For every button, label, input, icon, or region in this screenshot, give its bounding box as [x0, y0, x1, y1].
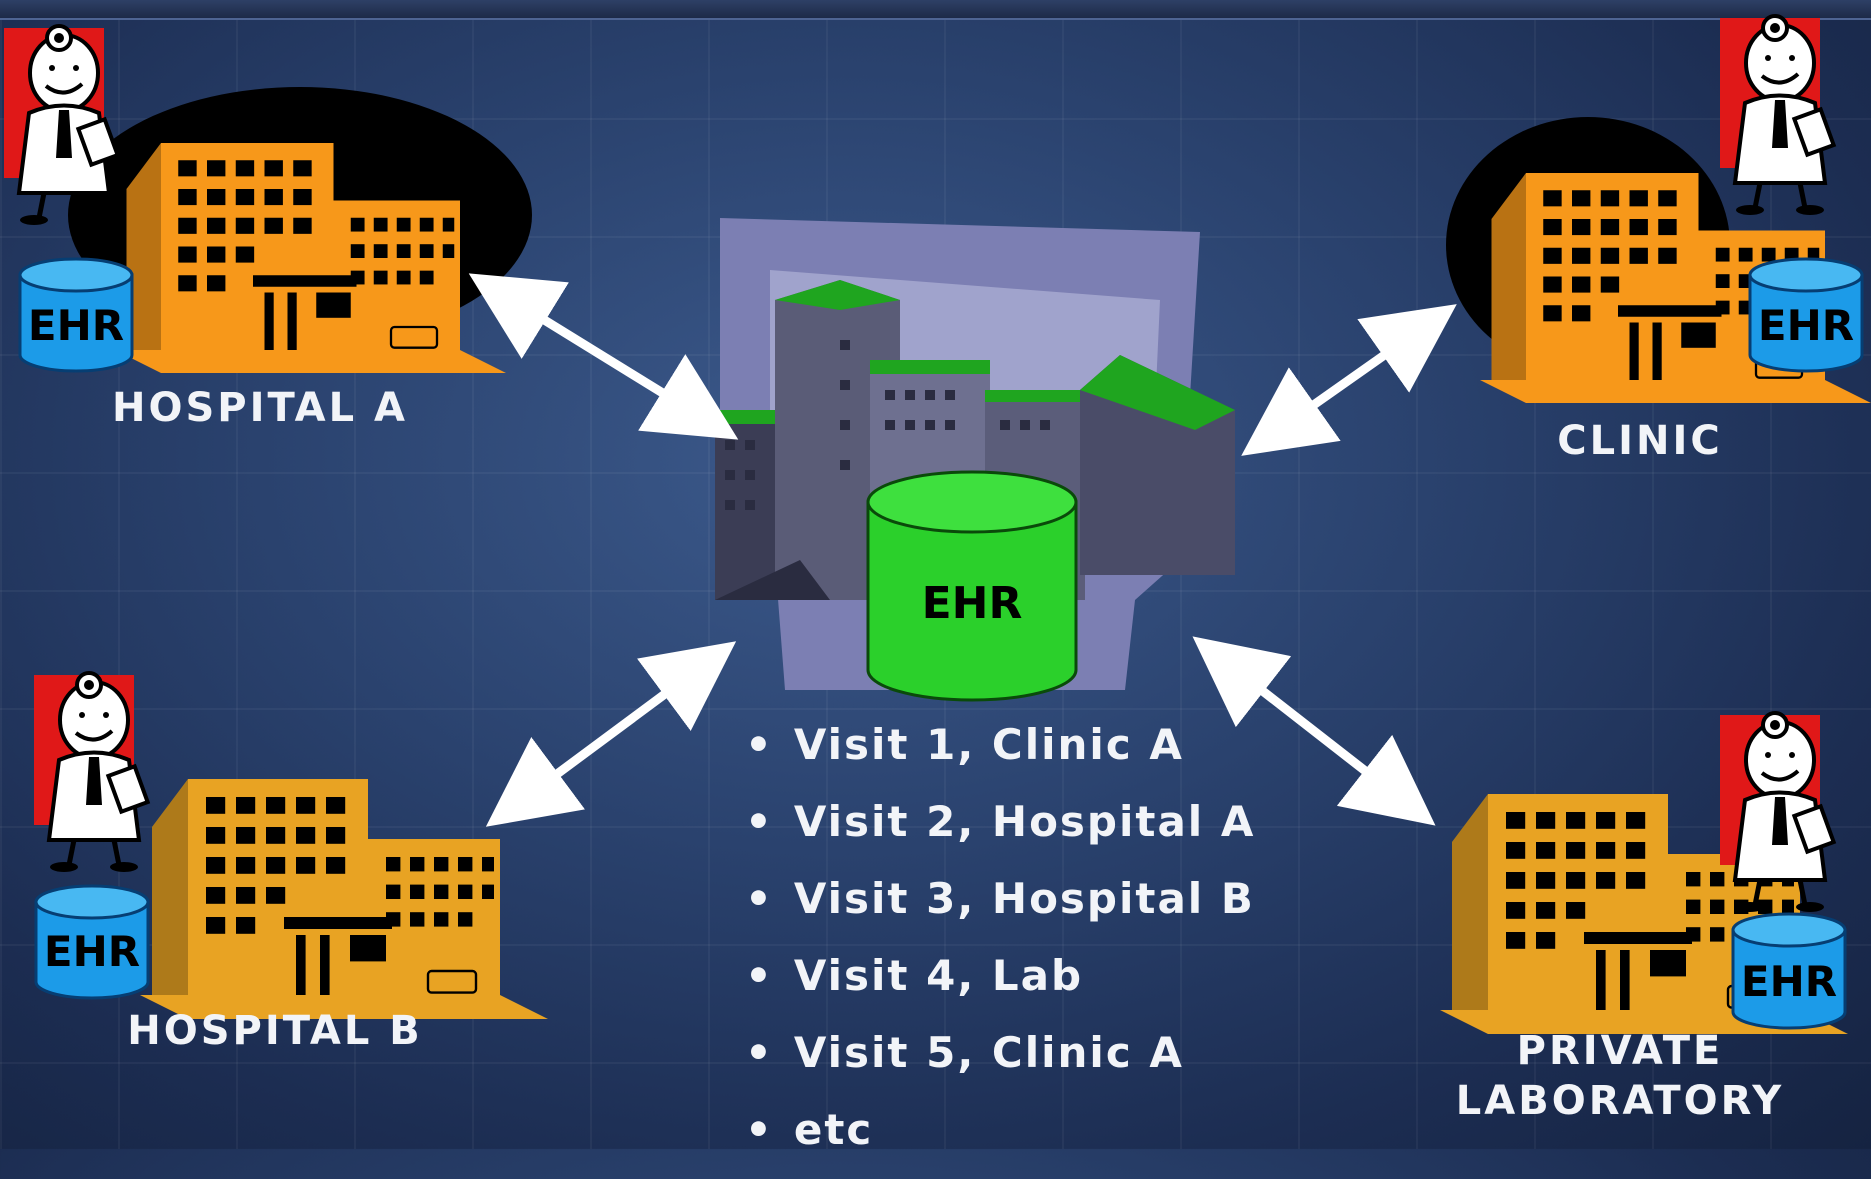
list-item: Visit 3, Hospital B: [745, 871, 1255, 948]
clinic-label: CLINIC: [1557, 418, 1723, 464]
clinic-ehr-label: EHR: [1758, 301, 1854, 350]
hospital-a-label: HOSPITAL A: [112, 385, 408, 431]
clinic-doctor-icon: [1720, 16, 1834, 215]
list-item: Visit 2, Hospital A: [745, 794, 1255, 871]
central-ehr-label: EHR: [922, 578, 1023, 629]
arrow-lab-central: [1192, 636, 1436, 826]
private-lab-label-line2: LABORATORY: [1455, 1078, 1785, 1124]
visit-list: Visit 1, Clinic A Visit 2, Hospital A Vi…: [745, 717, 1255, 1179]
list-item: etc: [745, 1102, 1255, 1179]
list-item: Visit 4, Lab: [745, 948, 1255, 1025]
diagram-canvas: EHR EHR EHR EHR EHR: [0, 0, 1871, 1036]
list-item: Visit 1, Clinic A: [745, 717, 1255, 794]
hospital-b-node: [34, 673, 550, 1021]
top-bar: [0, 0, 1871, 20]
hospital-b-label: HOSPITAL B: [127, 1008, 423, 1054]
central-ehr-db-icon: [866, 470, 1078, 702]
hospital-b-ehr-label: EHR: [44, 927, 140, 976]
private-lab-ehr-db-icon: [1731, 912, 1847, 1030]
connector-arrows: [468, 273, 1457, 827]
private-lab-node: [1438, 713, 1850, 1036]
arrow-hospital-a-central: [468, 273, 739, 440]
private-lab-label: PRIVATE LABORATORY: [1440, 1026, 1800, 1126]
hospital-a-node: [4, 26, 532, 375]
list-item: Visit 5, Clinic A: [745, 1025, 1255, 1102]
hospital-b-doctor-icon: [34, 673, 148, 872]
hospital-b-building-icon: [138, 777, 550, 1021]
arrow-clinic-central: [1241, 304, 1457, 456]
clinic-node: [1446, 16, 1871, 405]
private-lab-ehr-label: EHR: [1741, 957, 1837, 1006]
hospital-a-ehr-label: EHR: [28, 301, 124, 350]
private-lab-label-line1: PRIVATE: [1516, 1028, 1724, 1074]
central-node: [715, 218, 1235, 702]
hospital-a-ehr-db-icon: [18, 257, 134, 373]
clinic-ehr-db-icon: [1748, 257, 1864, 373]
arrow-hospital-b-central: [485, 641, 737, 827]
hospital-b-ehr-db-icon: [34, 884, 150, 1000]
